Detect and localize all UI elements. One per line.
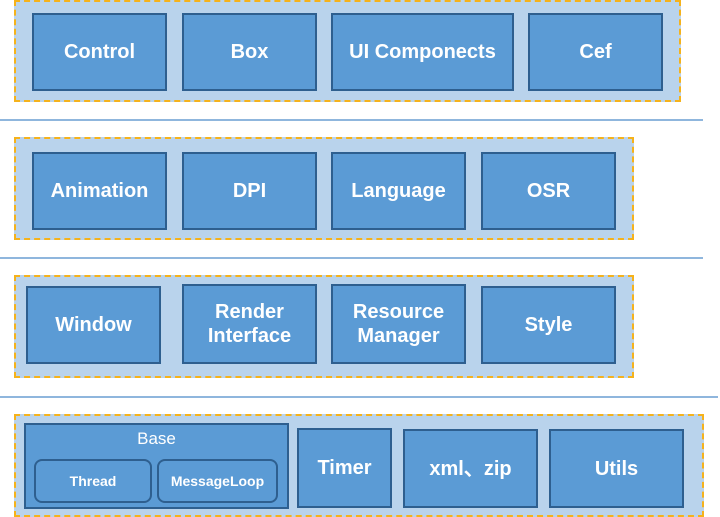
animation-box: Animation <box>32 152 167 230</box>
dpi-box: DPI <box>182 152 317 230</box>
control-box: Control <box>32 13 167 91</box>
window-box: Window <box>26 286 161 364</box>
cef-box: Cef <box>528 13 663 91</box>
separator-2 <box>0 257 703 259</box>
render-interface-box: Render Interface <box>182 284 317 364</box>
base-group: Base Thread MessageLoop <box>24 423 289 509</box>
timer-box: Timer <box>297 428 392 508</box>
base-title: Base <box>137 429 176 448</box>
utils-box: Utils <box>549 429 684 508</box>
layer-1: Control Box UI Componects Cef <box>14 0 681 102</box>
separator-3 <box>0 396 718 398</box>
message-loop-box: MessageLoop <box>157 459 278 503</box>
separator-1 <box>0 119 703 121</box>
xml-zip-box: xml、zip <box>403 429 538 508</box>
resource-manager-box: Resource Manager <box>331 284 466 364</box>
layer-2: Animation DPI Language OSR <box>14 137 634 240</box>
layer-4: Base Thread MessageLoop Timer xml、zip Ut… <box>14 414 704 517</box>
thread-box: Thread <box>34 459 152 503</box>
ui-components-box: UI Componects <box>331 13 514 91</box>
language-box: Language <box>331 152 466 230</box>
osr-box: OSR <box>481 152 616 230</box>
layer-3: Window Render Interface Resource Manager… <box>14 275 634 378</box>
style-box: Style <box>481 286 616 364</box>
box-box: Box <box>182 13 317 91</box>
